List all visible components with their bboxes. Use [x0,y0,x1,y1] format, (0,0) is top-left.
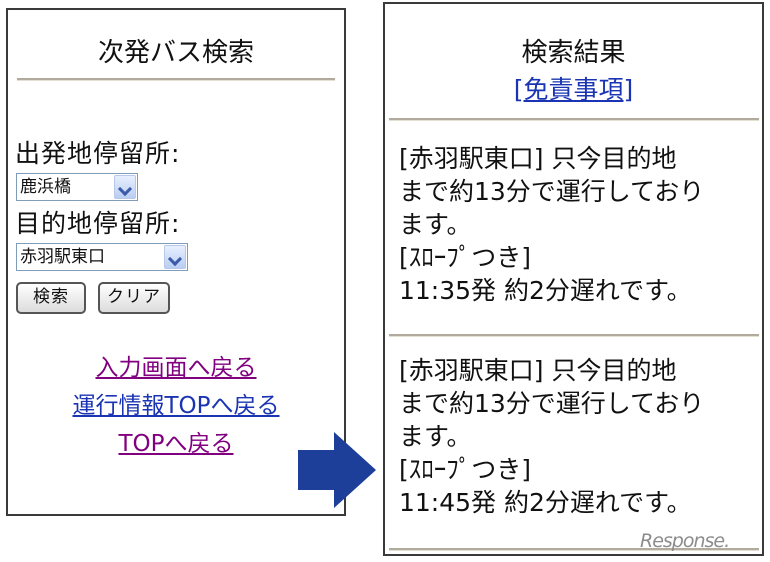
result-bus-type: [ｽﾛｰﾌﾟつき] [399,455,532,484]
result-line3: ます。 [399,422,472,451]
result-item: [赤羽駅東口] 只今目的地 まで約13分で運行しており ます。 [ｽﾛｰﾌﾟつき… [399,142,759,307]
departure-select-value: 鹿浜橋 [20,177,71,197]
result-divider [389,548,759,551]
result-line2: まで約13分で運行しており [399,389,705,418]
result-bus-type: [ｽﾛｰﾌﾟつき] [399,243,532,272]
back-to-input-link[interactable]: 入力画面へ戻る [95,355,257,381]
result-item: [赤羽駅東口] 只今目的地 まで約13分で運行しており ます。 [ｽﾛｰﾌﾟつき… [399,354,759,519]
result-status: 11:45発 約2分遅れです。 [399,488,692,517]
result-stop: [赤羽駅東口] 只今目的地 [399,144,677,173]
result-divider [389,334,759,337]
dropdown-arrow-icon[interactable] [164,245,186,269]
departure-select[interactable]: 鹿浜橋 [16,173,138,201]
right-arrow-icon [298,432,376,508]
result-stop: [赤羽駅東口] 只今目的地 [399,356,677,385]
result-line2: まで約13分で運行しており [399,177,705,206]
disclaimer-link[interactable]: [免責事項] [513,75,634,104]
dropdown-arrow-icon[interactable] [114,175,136,199]
title-divider [17,78,335,81]
search-button[interactable]: 検索 [16,282,86,314]
results-title: 検索結果 [521,38,626,68]
back-to-top-link[interactable]: TOPへ戻る [118,431,234,457]
search-title: 次発バス検索 [97,38,254,68]
clear-button[interactable]: クリア [98,282,170,314]
response-watermark: Response. [640,530,730,552]
departure-label: 出発地停留所: [15,139,181,168]
header-divider [389,118,759,121]
result-status: 11:35発 約2分遅れです。 [399,276,692,305]
back-to-service-top-link[interactable]: 運行情報TOPへ戻る [72,393,280,419]
result-line3: ます。 [399,210,472,239]
destination-select[interactable]: 赤羽駅東口 [16,243,188,271]
search-panel: 次発バス検索 出発地停留所: 鹿浜橋 目的地停留所: 赤羽駅東口 検索 クリア … [6,8,346,516]
destination-label: 目的地停留所: [15,209,181,238]
destination-select-value: 赤羽駅東口 [20,247,105,267]
results-panel: 検索結果 [免責事項] [赤羽駅東口] 只今目的地 まで約13分で運行しており … [383,2,764,556]
